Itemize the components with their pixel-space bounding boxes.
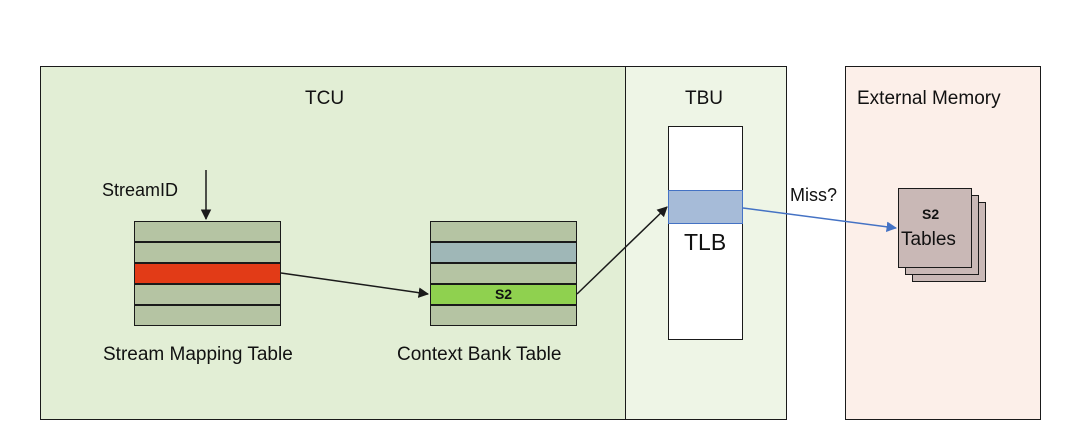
tbu-title: TBU <box>685 88 723 109</box>
miss-arrow <box>742 207 898 232</box>
context-bank-table-caption: Context Bank Table <box>397 344 562 365</box>
context-bank-row-s2: S2 <box>430 284 577 305</box>
stream-id-label: StreamID <box>102 180 179 200</box>
context-bank-row <box>430 305 577 326</box>
s2-tables-top-label: S2 <box>922 206 940 222</box>
stream-mapping-row <box>134 305 281 326</box>
s2-tables-bottom-label: Tables <box>901 229 956 250</box>
tlb-label: TLB <box>684 229 727 255</box>
tcu-title: TCU <box>305 88 345 109</box>
context-bank-row-blue <box>430 242 577 263</box>
context-to-tlb-arrow <box>576 206 668 295</box>
s2-table-page-front <box>898 188 972 268</box>
tlb-entry <box>668 190 743 224</box>
context-bank-s2-label: S2 <box>494 286 513 302</box>
miss-label: Miss? <box>790 185 838 205</box>
external-memory-title: External Memory <box>857 88 1001 109</box>
stream-mapping-row <box>134 221 281 242</box>
stream-mapping-row <box>134 284 281 305</box>
stream-to-context-arrow <box>280 272 430 298</box>
context-bank-row <box>430 263 577 284</box>
context-bank-row <box>430 221 577 242</box>
stream-mapping-row <box>134 242 281 263</box>
tlb-block <box>668 126 743 340</box>
stream-mapping-row-selected <box>134 263 281 284</box>
stream-mapping-table-caption: Stream Mapping Table <box>103 344 293 365</box>
